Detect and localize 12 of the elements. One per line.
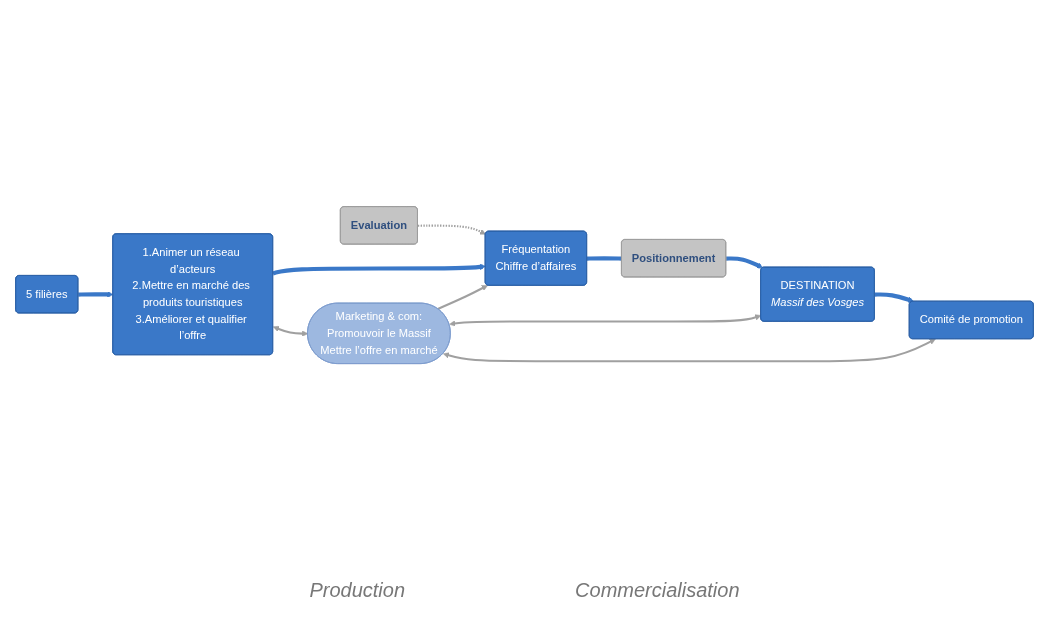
arrow [417,224,486,235]
arrow [272,263,486,276]
arrow [437,285,488,310]
arrow [449,314,762,327]
stage-label: Commercialisation [575,578,740,602]
arrow [726,256,763,269]
arrow [78,291,114,298]
arrow [273,325,309,337]
arrow [874,292,914,303]
arrow [443,338,936,363]
stage-label: Production [309,578,406,602]
connector [586,256,622,261]
